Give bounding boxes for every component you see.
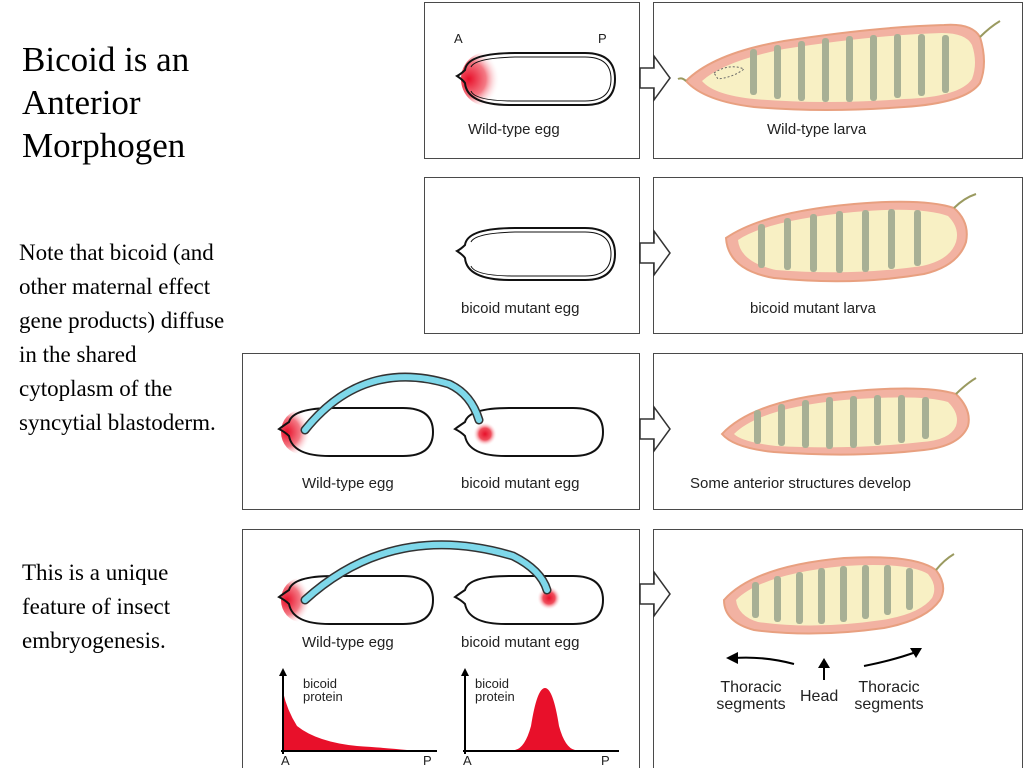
hollow-arrow-row4 bbox=[639, 569, 671, 619]
egg-caption: bicoid mutant egg bbox=[461, 300, 580, 317]
plot-x-label-posterior: P bbox=[601, 753, 610, 768]
wild-type-egg bbox=[277, 407, 435, 458]
bicoid-gradient-anterior bbox=[283, 692, 407, 750]
plot-y-label: bicoid protein bbox=[475, 676, 515, 704]
larva-panel-partial-rescue: Some anterior structures develop bbox=[653, 353, 1023, 510]
axis-label-posterior: P bbox=[598, 31, 607, 46]
note-diffusion: Note that bicoid (and other maternal eff… bbox=[19, 240, 225, 435]
larva-panel-double-posterior: Thoracic segments Head Thoracic segments bbox=[653, 529, 1023, 768]
hollow-arrow-row2 bbox=[639, 228, 671, 278]
gradient-plot-wild-type bbox=[279, 668, 437, 754]
plot-y-label: bicoid protein bbox=[303, 676, 343, 704]
hollow-arrow-row1 bbox=[639, 53, 671, 103]
larva-caption: bicoid mutant larva bbox=[750, 300, 876, 317]
egg-caption: Wild-type egg bbox=[302, 475, 394, 492]
arrow-thoracic-left bbox=[733, 656, 795, 665]
label-thoracic-left: Thoracic segments bbox=[716, 679, 786, 713]
plot-x-label-anterior: A bbox=[463, 753, 472, 768]
slide-title: Bicoid is an Anterior Morphogen bbox=[22, 40, 190, 165]
wild-type-egg bbox=[277, 575, 435, 626]
axis-label-anterior: A bbox=[454, 31, 463, 46]
egg-caption: bicoid mutant egg bbox=[461, 634, 580, 651]
bicoid-mutant-egg bbox=[455, 227, 617, 282]
egg-caption: bicoid mutant egg bbox=[461, 475, 580, 492]
larva-panel-wild-type: Wild-type larva bbox=[653, 2, 1023, 159]
transplant-diagram bbox=[277, 372, 605, 458]
double-posterior-larva bbox=[722, 553, 955, 680]
larva-caption: Some anterior structures develop bbox=[690, 475, 911, 492]
bicoid-mutant-egg bbox=[453, 407, 605, 458]
larva-caption: Wild-type larva bbox=[767, 121, 867, 138]
plot-x-label-anterior: A bbox=[281, 753, 290, 768]
egg-panel-wild-type: A P Wild-type egg bbox=[424, 2, 640, 159]
transplant-panel-row4: Wild-type egg bicoid mutant egg bicoid p… bbox=[242, 529, 640, 768]
label-thoracic-right: Thoracic segments bbox=[854, 679, 924, 713]
partial-rescue-larva bbox=[720, 377, 977, 456]
egg-caption: Wild-type egg bbox=[302, 634, 394, 651]
label-head: Head bbox=[800, 688, 839, 705]
egg-panel-bicoid-mutant: bicoid mutant egg bbox=[424, 177, 640, 334]
bicoid-mutant-larva bbox=[724, 193, 977, 283]
transplant-diagram bbox=[277, 540, 605, 626]
bicoid-gradient-central bbox=[515, 688, 575, 750]
note-unique-feature: This is a unique feature of insect embry… bbox=[22, 560, 171, 653]
wild-type-egg bbox=[455, 52, 617, 107]
bicoid-mutant-egg bbox=[453, 575, 605, 626]
plot-x-label-posterior: P bbox=[423, 753, 432, 768]
gradient-plot-mutant bbox=[461, 668, 619, 754]
larva-panel-bicoid-mutant: bicoid mutant larva bbox=[653, 177, 1023, 334]
transplant-panel-row3: Wild-type egg bicoid mutant egg bbox=[242, 353, 640, 510]
wild-type-larva bbox=[677, 20, 1001, 111]
egg-caption: Wild-type egg bbox=[468, 121, 560, 138]
arrow-thoracic-right bbox=[863, 651, 917, 667]
hollow-arrow-row3 bbox=[639, 404, 671, 454]
